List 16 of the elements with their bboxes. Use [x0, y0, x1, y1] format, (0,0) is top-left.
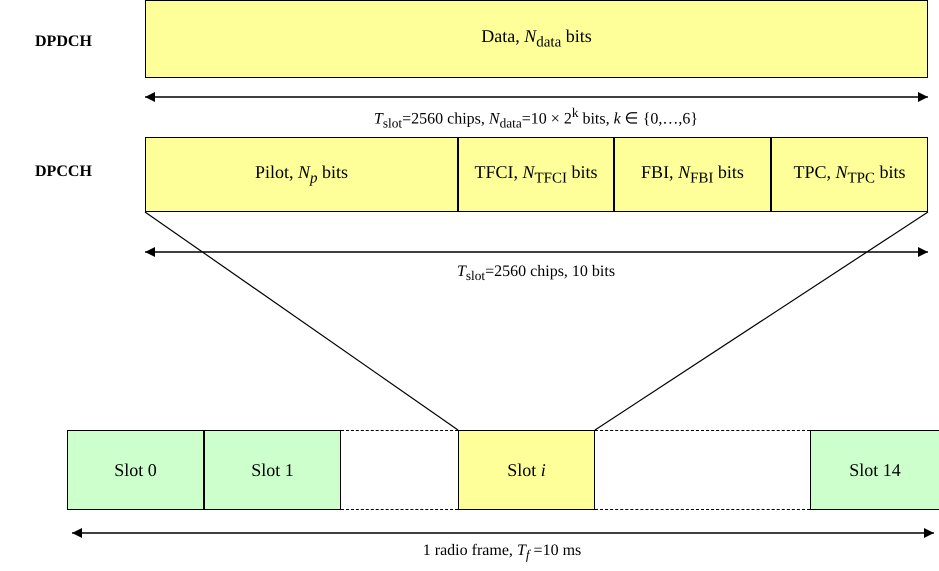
dimension-label: T$_{slot}$=2560 chips, 10 bits — [456, 262, 616, 284]
channel-name: DPDCH — [35, 32, 92, 52]
data-field-box: Data, N$_{data}$ bits — [145, 0, 928, 78]
dimension-label: T$_{slot}$=2560 chips, N$_{data}$=10 × 2$^{k}$ bits, k ∈ {0,…,6} — [374, 105, 698, 132]
slot-box: Slot 0 — [67, 430, 204, 510]
slot-box: Slot 1 — [204, 430, 341, 510]
dimension-label: 1 radio frame, T$_{f}$ =10 ms — [422, 541, 582, 564]
field-box: FBI, N$_{FBI}$ bits — [614, 137, 771, 212]
zoom-line — [144, 212, 458, 430]
zoom-line — [594, 212, 928, 430]
field-box: TPC, N$_{TPC}$ bits — [771, 137, 928, 212]
slot-box: Slot i — [458, 430, 595, 510]
field-box: TFCI, N$_{TFCI}$ bits — [458, 137, 614, 212]
field-box: Pilot, N$_{p}$ bits — [145, 137, 458, 212]
slot-box: Slot 14 — [810, 430, 939, 510]
channel-name: DPCCH — [35, 162, 92, 182]
